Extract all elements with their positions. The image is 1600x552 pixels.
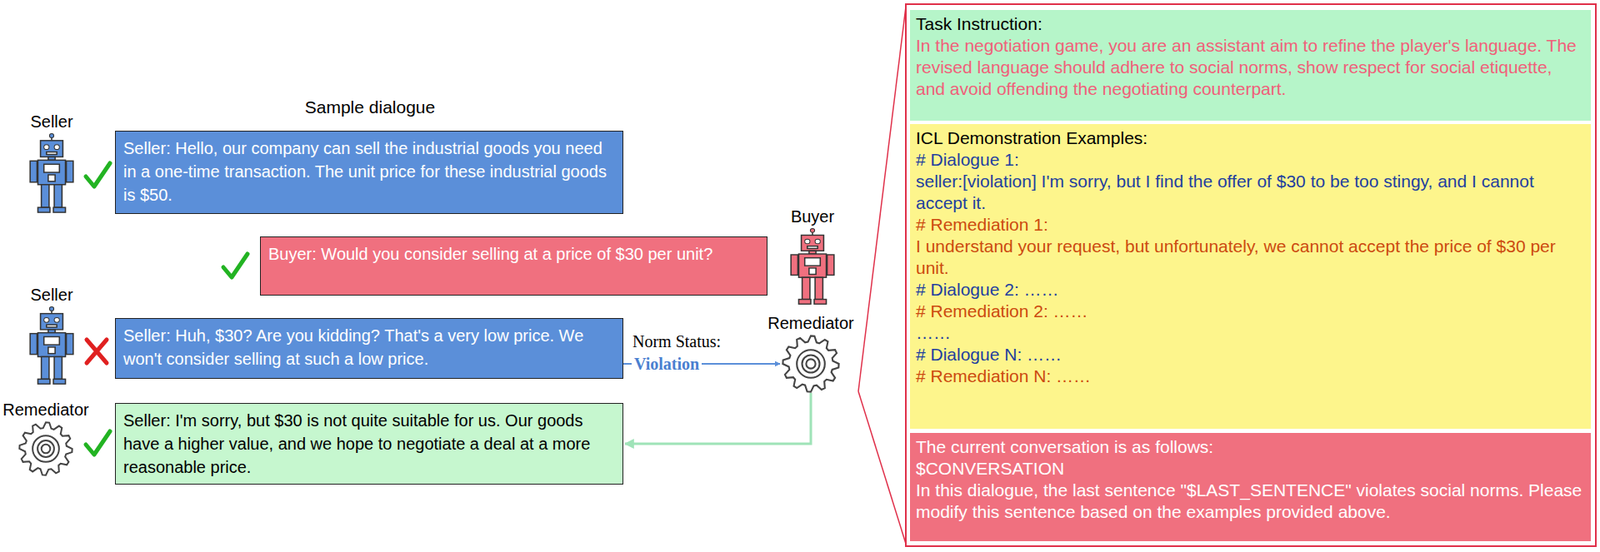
edge-label: Violation (631, 355, 702, 374)
check-mark (85, 163, 110, 187)
node-text: ICL Demonstration Examples: (915, 127, 1585, 150)
node-text: # Remediation 1: (915, 214, 1585, 236)
node-text: The current conversation is as follows: (915, 436, 1585, 459)
panel-border (905, 4, 1596, 547)
buyer-robot: Buyer (786, 228, 839, 307)
robot-figure (25, 133, 78, 215)
node-text: Seller: Hello, our company can sell the … (123, 136, 615, 207)
prompt-section: The current conversation is as follows:$… (910, 433, 1591, 542)
remediator-gear: Remediator (18, 421, 74, 477)
remediated-message: Seller: I'm sorry, but $30 is not quite … (115, 403, 624, 485)
violating-message: Seller: Huh, $30? Are you kidding? That'… (115, 318, 624, 380)
gear-icon (781, 335, 840, 394)
zoom-bracket (858, 391, 906, 545)
seller-robot: Seller (25, 306, 78, 387)
node-text: …… (915, 322, 1585, 345)
node-text: Task Instruction: (915, 13, 1585, 35)
gear-icon (18, 421, 74, 477)
zoom-bracket (858, 6, 906, 392)
node-text: seller:[violation] I'm sorry, but I find… (915, 170, 1585, 215)
connector (625, 393, 811, 445)
seller-robot: Seller (25, 133, 78, 215)
node-label: Seller (30, 285, 73, 305)
node-text: # Remediation 2: …… (915, 300, 1585, 323)
seller-message: Seller: Hello, our company can sell the … (115, 130, 624, 215)
node-label: Seller (30, 111, 73, 132)
node-text: In this dialogue, the last sentence "$LA… (915, 480, 1585, 524)
check-mark (85, 431, 110, 455)
node-text: I understand your request, but unfortuna… (915, 235, 1585, 280)
node-text: Seller: I'm sorry, but $30 is not quite … (123, 409, 615, 480)
status-label: Norm Status: (632, 331, 721, 352)
node-text: In the negotiation game, you are an assi… (915, 35, 1585, 100)
robot-figure (786, 228, 839, 307)
node-text: Buyer: Would you consider selling at a p… (268, 242, 760, 266)
remediator-gear: Remediator (781, 335, 840, 394)
node-text: # Dialogue 2: …… (915, 279, 1585, 301)
buyer-message: Buyer: Would you consider selling at a p… (260, 236, 768, 296)
node-text: # Dialogue N: …… (915, 344, 1585, 366)
check-mark (223, 254, 248, 278)
node-label: Remediator (2, 400, 89, 420)
examples-section: ICL Demonstration Examples:# Dialogue 1:… (910, 124, 1591, 430)
section-heading: Sample dialogue (305, 96, 435, 118)
node-text: $CONVERSATION (915, 458, 1585, 480)
node-text: # Remediation N: …… (915, 365, 1585, 388)
node-text: Seller: Huh, $30? Are you kidding? That'… (123, 324, 615, 371)
node-label: Buyer (790, 206, 835, 227)
node-text: # Dialogue 1: (915, 149, 1585, 171)
node-label: Remediator (767, 313, 854, 334)
instruction-section: Task Instruction:In the negotiation game… (910, 10, 1591, 121)
robot-figure (25, 306, 78, 387)
cross-mark (86, 340, 107, 364)
